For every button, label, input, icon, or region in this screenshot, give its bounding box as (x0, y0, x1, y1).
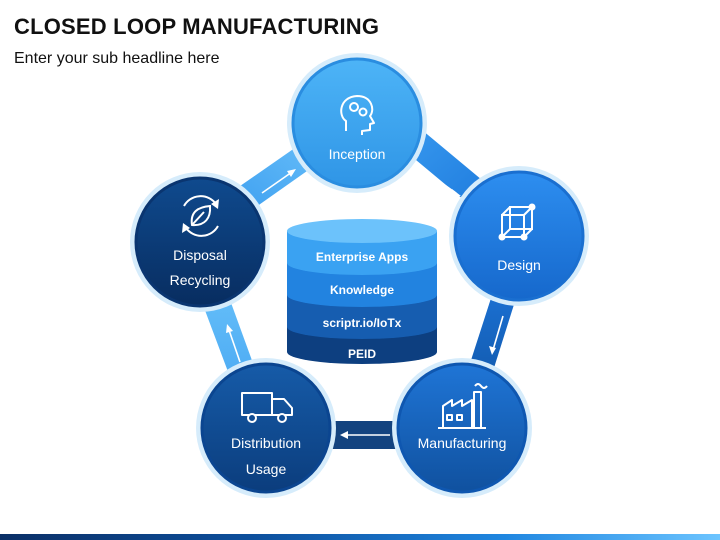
database-layer-label: Enterprise Apps (316, 250, 409, 264)
database-layer-label: Knowledge (330, 283, 394, 297)
node-label: Distribution (231, 435, 301, 451)
arrow-icon (492, 315, 504, 351)
arrow-head-icon (287, 169, 296, 177)
database-layer-label: scriptr.io/IoTx (323, 316, 402, 330)
node-distribution: Distribution Usage (196, 358, 336, 498)
arrow-head-icon (226, 324, 233, 333)
database-cylinder: PEID scriptr.io/IoTx Knowledge Enterpris… (287, 219, 437, 364)
arrow-icon (425, 171, 457, 194)
node-label: Manufacturing (418, 435, 507, 451)
node-label: Usage (246, 461, 287, 477)
page-subtitle: Enter your sub headline here (14, 50, 220, 67)
recycle-leaf-icon (182, 195, 219, 237)
node-design: Design (449, 166, 589, 306)
arrow-icon (261, 171, 293, 194)
delivery-truck-icon (241, 392, 293, 423)
database-layer-enterprise-apps: Enterprise Apps (287, 219, 437, 275)
brain-head-icon (340, 95, 375, 135)
node-label: Recycling (170, 272, 231, 288)
node-disposal: Disposal Recycling (130, 172, 270, 312)
factory-icon (438, 383, 488, 429)
arrow-icon (228, 329, 241, 363)
database-layer-label: PEID (348, 347, 376, 361)
arrow-head-icon (489, 346, 496, 355)
arrow-head-icon (450, 189, 461, 196)
node-label: Inception (329, 146, 386, 162)
node-inception: Inception (287, 53, 427, 193)
cube-icon (498, 203, 536, 241)
page-title: CLOSED LOOP MANUFACTURING (14, 14, 380, 39)
arrow-head-icon (340, 431, 348, 439)
bottom-accent-bar (0, 534, 720, 540)
node-label: Design (497, 257, 541, 273)
node-label: Disposal (173, 247, 227, 263)
node-manufacturing: Manufacturing (392, 358, 532, 498)
